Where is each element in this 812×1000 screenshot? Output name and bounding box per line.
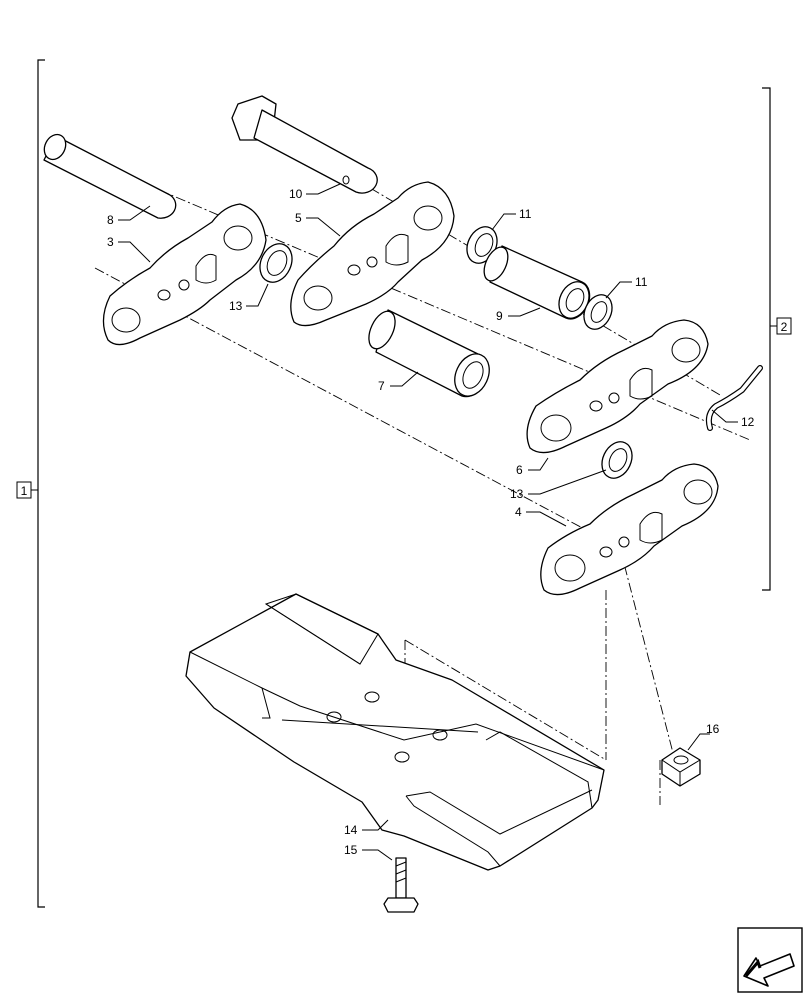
leader-lines	[118, 183, 738, 861]
track-link-5	[290, 181, 455, 327]
arrow-back-icon[interactable]	[737, 927, 803, 993]
callout-3: 3	[107, 235, 114, 249]
callout-1: 1	[21, 484, 28, 498]
callout-5: 5	[295, 211, 302, 225]
pin-8	[43, 133, 177, 219]
track-link-3	[102, 203, 267, 346]
callout-6: 6	[516, 463, 523, 477]
callout-13-left: 13	[229, 299, 243, 313]
bushing-7	[368, 309, 490, 398]
callout-2: 2	[781, 320, 788, 334]
bolt-15	[383, 857, 419, 913]
callout-4: 4	[515, 505, 522, 519]
callout-11-upper: 11	[519, 207, 532, 221]
callout-1-box: 1	[16, 481, 32, 499]
callout-8: 8	[107, 213, 114, 227]
callout-15: 15	[344, 843, 358, 857]
callout-16: 16	[706, 722, 720, 736]
pin-10	[231, 95, 378, 194]
callout-13-right: 13	[510, 487, 524, 501]
washer-13-left	[259, 243, 293, 283]
track-link-4	[540, 463, 719, 596]
washer-13-right	[601, 441, 633, 479]
callout-12: 12	[741, 415, 755, 429]
bushing-9	[483, 245, 591, 320]
bracket-assembly-2	[762, 87, 777, 591]
track-shoe-14	[185, 593, 605, 871]
callout-9: 9	[496, 309, 503, 323]
washer-11-lower	[583, 294, 613, 330]
bracket-assembly-1	[31, 59, 45, 908]
callout-2-box: 2	[776, 317, 792, 335]
track-link-6	[526, 319, 709, 454]
spring-pin-12	[705, 365, 763, 431]
callout-14: 14	[344, 823, 358, 837]
callout-10: 10	[289, 187, 303, 201]
callout-7: 7	[378, 379, 385, 393]
callout-11-lower: 11	[635, 275, 648, 289]
nut-16	[661, 747, 701, 787]
